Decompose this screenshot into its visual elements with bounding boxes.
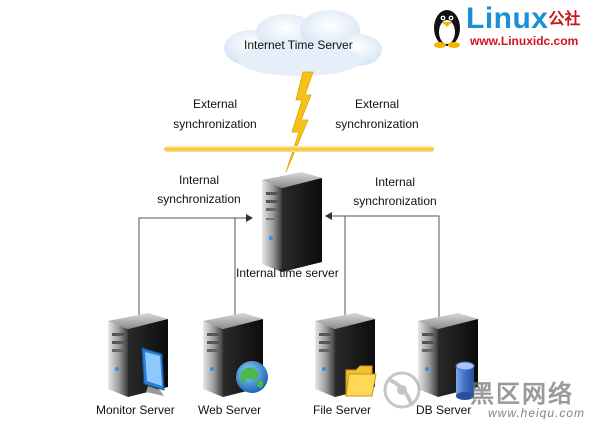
db-server-icon xyxy=(418,313,478,397)
internal-sync-left-label: Internal synchronization xyxy=(157,173,241,206)
central-server-icon xyxy=(262,172,322,272)
heiqu-url-watermark: www.heiqu.com xyxy=(488,406,586,420)
globe-icon xyxy=(236,361,268,393)
database-icon xyxy=(455,361,475,400)
external-sync-right-label: External synchronization xyxy=(335,97,419,131)
heiqu-brand-watermark: 黑区网络 xyxy=(470,380,574,408)
central-server-label: Internal time server xyxy=(236,266,339,280)
linux-brand-text: Linux xyxy=(466,2,549,35)
linux-brand-cn: 公社 xyxy=(548,9,581,28)
monitor-server-label: Monitor Server xyxy=(96,403,175,417)
folder-icon xyxy=(345,365,377,397)
external-sync-left-label: External synchronization xyxy=(173,97,257,131)
monitor-icon xyxy=(141,347,165,396)
cloud-label: Internet Time Server xyxy=(244,38,353,52)
db-server-label: DB Server xyxy=(416,403,472,417)
linux-url-watermark: www.Linuxidc.com xyxy=(470,34,579,48)
lightning-bolt-icon xyxy=(285,71,314,173)
external-sync-boundary xyxy=(164,146,434,152)
internet-cloud xyxy=(224,10,382,76)
heiqu-logo-icon xyxy=(383,371,421,409)
internal-sync-connectors xyxy=(138,212,440,322)
file-server-label: File Server xyxy=(313,403,372,417)
internal-sync-right-label: Internal synchronization xyxy=(353,175,437,208)
linux-brand-watermark: Linux公社 xyxy=(466,2,581,36)
web-server-label: Web Server xyxy=(198,403,262,417)
penguin-logo-icon xyxy=(434,10,460,48)
